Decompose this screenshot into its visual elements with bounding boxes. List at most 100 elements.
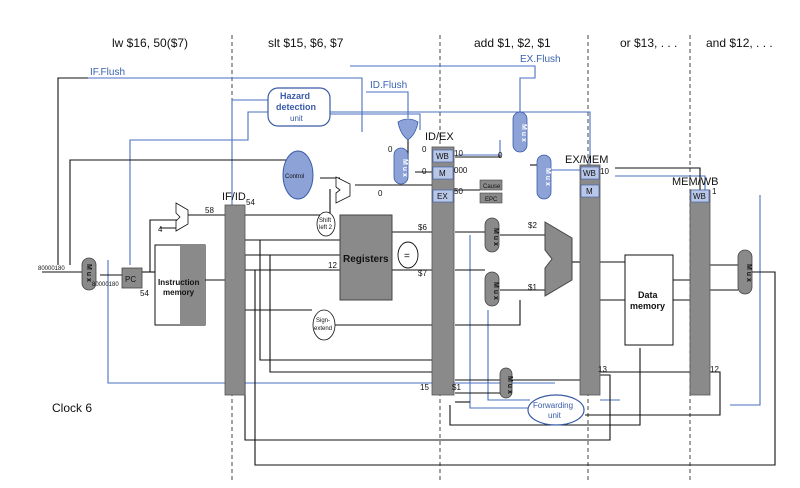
exmem-m-label: M: [586, 187, 593, 196]
hazard-to-mux: [330, 113, 421, 130]
hazard-detection-unit: [267, 87, 331, 127]
shift-label-1: Shift: [319, 218, 331, 224]
stage-label-mem: or $13, . . .: [620, 36, 677, 50]
registers-label: Registers: [343, 254, 389, 265]
idex-m-field: [432, 166, 454, 180]
ctrl-000: 000: [454, 166, 468, 175]
hazard-to-ifid: [231, 99, 270, 205]
zero-2: 0: [422, 145, 427, 154]
regdst-mux: [499, 367, 513, 399]
ctrl-10b: 10: [600, 167, 609, 176]
val-15: 15: [420, 383, 429, 392]
memwb-wb-field: [690, 189, 710, 203]
id-ex-blue: [458, 140, 501, 156]
val-12b: 12: [710, 365, 719, 374]
ctrl-50: 50: [454, 187, 463, 196]
val-58: 58: [205, 206, 214, 215]
stage-label-id: slt $15, $6, $7: [268, 36, 344, 50]
alu: [544, 221, 573, 297]
data-memory: [624, 254, 674, 346]
val-reg1a: $1: [528, 283, 537, 292]
forwarding-label-2: unit: [548, 411, 562, 420]
instr-mem-label-1: Instruction: [158, 278, 199, 287]
forwarding-label-1: Forwarding: [533, 401, 573, 410]
exmem-wb-field: [580, 166, 600, 180]
idex-wb-label: WB: [436, 152, 449, 161]
val-reg7: $7: [418, 269, 427, 278]
if-flush-label: IF.Flush: [90, 67, 125, 78]
left-blue-bus: [107, 260, 150, 384]
pc-label: PC: [125, 275, 136, 284]
sign-extend-unit: [312, 309, 336, 341]
shift-left-unit: [316, 211, 336, 237]
pc-mux-label: M u x: [85, 264, 92, 282]
stage-label-ex: add $1, $2, $1: [474, 36, 551, 50]
stage-label-if: lw $16, 50($7): [112, 36, 188, 50]
exmem-m-field: [580, 184, 600, 198]
ifid-register: [224, 204, 246, 396]
ex-flush-mux-top: [512, 111, 528, 153]
control-label: Control: [285, 174, 304, 180]
clock-label: Clock 6: [52, 401, 92, 415]
branch-adder: [335, 176, 351, 204]
sign-ext-label-2: extend: [314, 326, 332, 332]
ex-flush-mux-top-label: M u x: [520, 124, 527, 142]
epc-register: [479, 192, 503, 204]
hazard-to-pc: [129, 111, 270, 265]
cause-label: Cause: [483, 184, 501, 190]
wb-mux-label: M u x: [745, 264, 752, 282]
idex-ex-field: [432, 189, 454, 203]
instruction-memory-shade: [180, 245, 205, 325]
idex-ex-label: EX: [437, 192, 448, 201]
shift-label-2: left 2: [319, 225, 333, 231]
val-13: 13: [598, 365, 607, 374]
hazard-label-3: unit: [290, 114, 304, 123]
val-54b: 54: [140, 289, 149, 298]
fwd-mux-blue-a: [469, 235, 530, 409]
stage-label-wb: and $12, . . .: [706, 36, 773, 50]
memwb-wb-label: WB: [693, 192, 706, 201]
id-flush-line: [366, 91, 409, 118]
data-mem-label-2: memory: [630, 301, 665, 311]
id-flush-label: ID.Flush: [370, 80, 407, 91]
alu-mux-b-label: M u x: [492, 282, 499, 300]
memwb-register: [689, 189, 711, 396]
equality-label: =: [404, 251, 410, 262]
zero-3: 0: [422, 167, 427, 176]
hazard-label-2: detection: [276, 102, 316, 112]
ifid-label: IF/ID: [222, 191, 246, 203]
data-mem-label-1: Data: [638, 290, 659, 300]
zero-1: 0: [388, 145, 393, 154]
alu-mux-a: [484, 217, 500, 253]
val-54a: 54: [246, 198, 255, 207]
sign-ext-label-1: Sign-: [316, 318, 330, 324]
pc-input-2: 80000180: [92, 282, 119, 288]
alu-mux-a-label: M u x: [492, 228, 499, 246]
hazard-label-1: Hazard: [280, 91, 310, 101]
fwd-mux-blue-b: [487, 310, 530, 401]
value-labels: 58 54 54 4 80000180 80000180 12 $6 $7 $2…: [38, 145, 719, 392]
ex-flush-label: EX.Flush: [520, 54, 561, 65]
idex-m-label: M: [439, 169, 446, 178]
val-reg6: $6: [418, 223, 427, 232]
ctrl-10a: 10: [454, 149, 463, 158]
pc-register: [121, 267, 143, 289]
control-mux-label: M u x: [401, 159, 408, 177]
idex-label: ID/EX: [425, 131, 454, 143]
cause-register: [479, 179, 503, 191]
control-mux: [393, 147, 409, 185]
exmem-label: EX/MEM: [565, 154, 608, 166]
equality-comparator: [397, 241, 419, 269]
zero-4: 0: [378, 189, 383, 198]
instr-mem-label-2: memory: [163, 288, 195, 297]
muxes: M u x M u x M u x M u x M u x M u x M u …: [81, 111, 753, 399]
pc-mux: [81, 257, 97, 291]
epc-label: EPC: [485, 197, 498, 203]
regdst-mux-label: M u x: [506, 376, 513, 394]
forwarding-unit: [527, 394, 585, 426]
pc-input-1: 80000180: [38, 266, 65, 272]
idex-wb-field: [432, 149, 454, 163]
ex-flush-line: [350, 65, 536, 112]
ex-flush-mux-label: M u x: [544, 168, 551, 186]
